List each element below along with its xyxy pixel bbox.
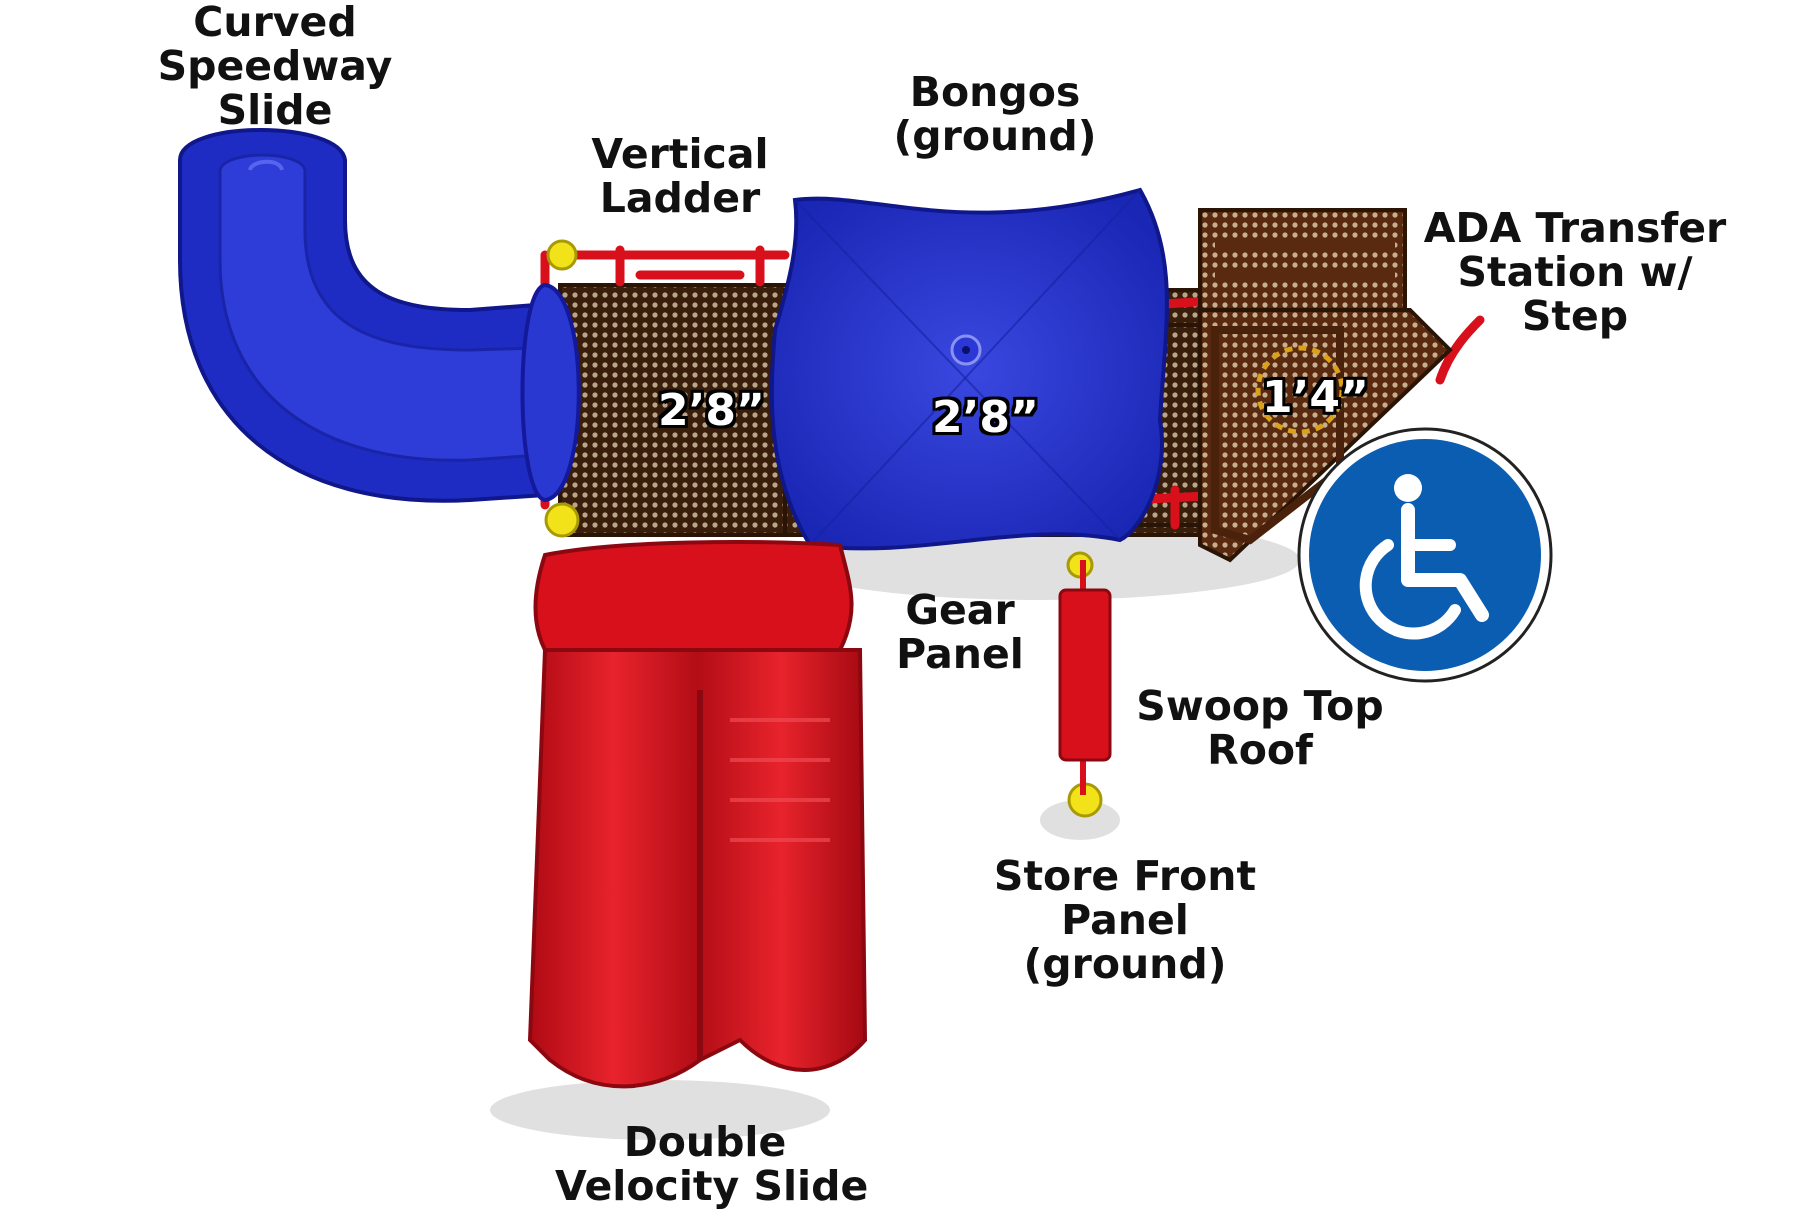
label-vertical-ladder: Vertical Ladder bbox=[560, 132, 800, 220]
label-line: Curved bbox=[193, 0, 357, 46]
deck-height-left: 2’8” bbox=[658, 385, 765, 436]
label-line: Panel bbox=[896, 630, 1024, 678]
label-line: Swoop Top bbox=[1136, 682, 1384, 730]
label-line: (ground) bbox=[893, 112, 1097, 160]
label-line: Step bbox=[1521, 292, 1629, 340]
label-line: Vertical bbox=[591, 130, 769, 178]
store-front-panel bbox=[1058, 560, 1112, 795]
label-line: (ground) bbox=[1023, 940, 1227, 988]
label-line: Store Front bbox=[993, 852, 1257, 900]
label-swoop-top-roof: Swoop Top Roof bbox=[1130, 684, 1390, 772]
label-gear-panel: Gear Panel bbox=[880, 588, 1040, 676]
deck-height-center: 2’8” bbox=[932, 392, 1039, 443]
label-line: Bongos bbox=[909, 68, 1081, 116]
deck-height-right: 1’4” bbox=[1262, 372, 1369, 423]
label-line: Ladder bbox=[599, 174, 761, 222]
label-line: Speedway bbox=[157, 42, 393, 90]
swoop-top-roof bbox=[769, 187, 1169, 551]
label-line: Panel bbox=[1061, 896, 1189, 944]
label-line: Double bbox=[623, 1118, 787, 1166]
label-ada-transfer-station: ADA Transfer Station w/ Step bbox=[1420, 206, 1730, 338]
label-line: Velocity Slide bbox=[555, 1162, 869, 1210]
label-double-velocity-slide: Double Velocity Slide bbox=[555, 1118, 869, 1210]
wheelchair-icon bbox=[1297, 427, 1553, 683]
label-store-front-panel: Store Front Panel (ground) bbox=[990, 854, 1260, 986]
slide-hood bbox=[520, 282, 581, 503]
label-line: Gear bbox=[905, 586, 1015, 634]
label-line: Slide bbox=[217, 86, 333, 134]
curved-speedway-slide bbox=[178, 128, 548, 503]
label-line: Roof bbox=[1207, 726, 1313, 774]
label-bongos: Bongos (ground) bbox=[870, 70, 1120, 158]
label-line: ADA Transfer bbox=[1423, 204, 1727, 252]
label-curved-speedway-slide: Curved Speedway Slide bbox=[150, 0, 400, 132]
label-line: Station w/ bbox=[1457, 248, 1693, 296]
double-velocity-slide bbox=[527, 540, 868, 1089]
ada-transfer-station bbox=[1198, 208, 1453, 563]
yellow-clamps bbox=[544, 239, 1103, 818]
